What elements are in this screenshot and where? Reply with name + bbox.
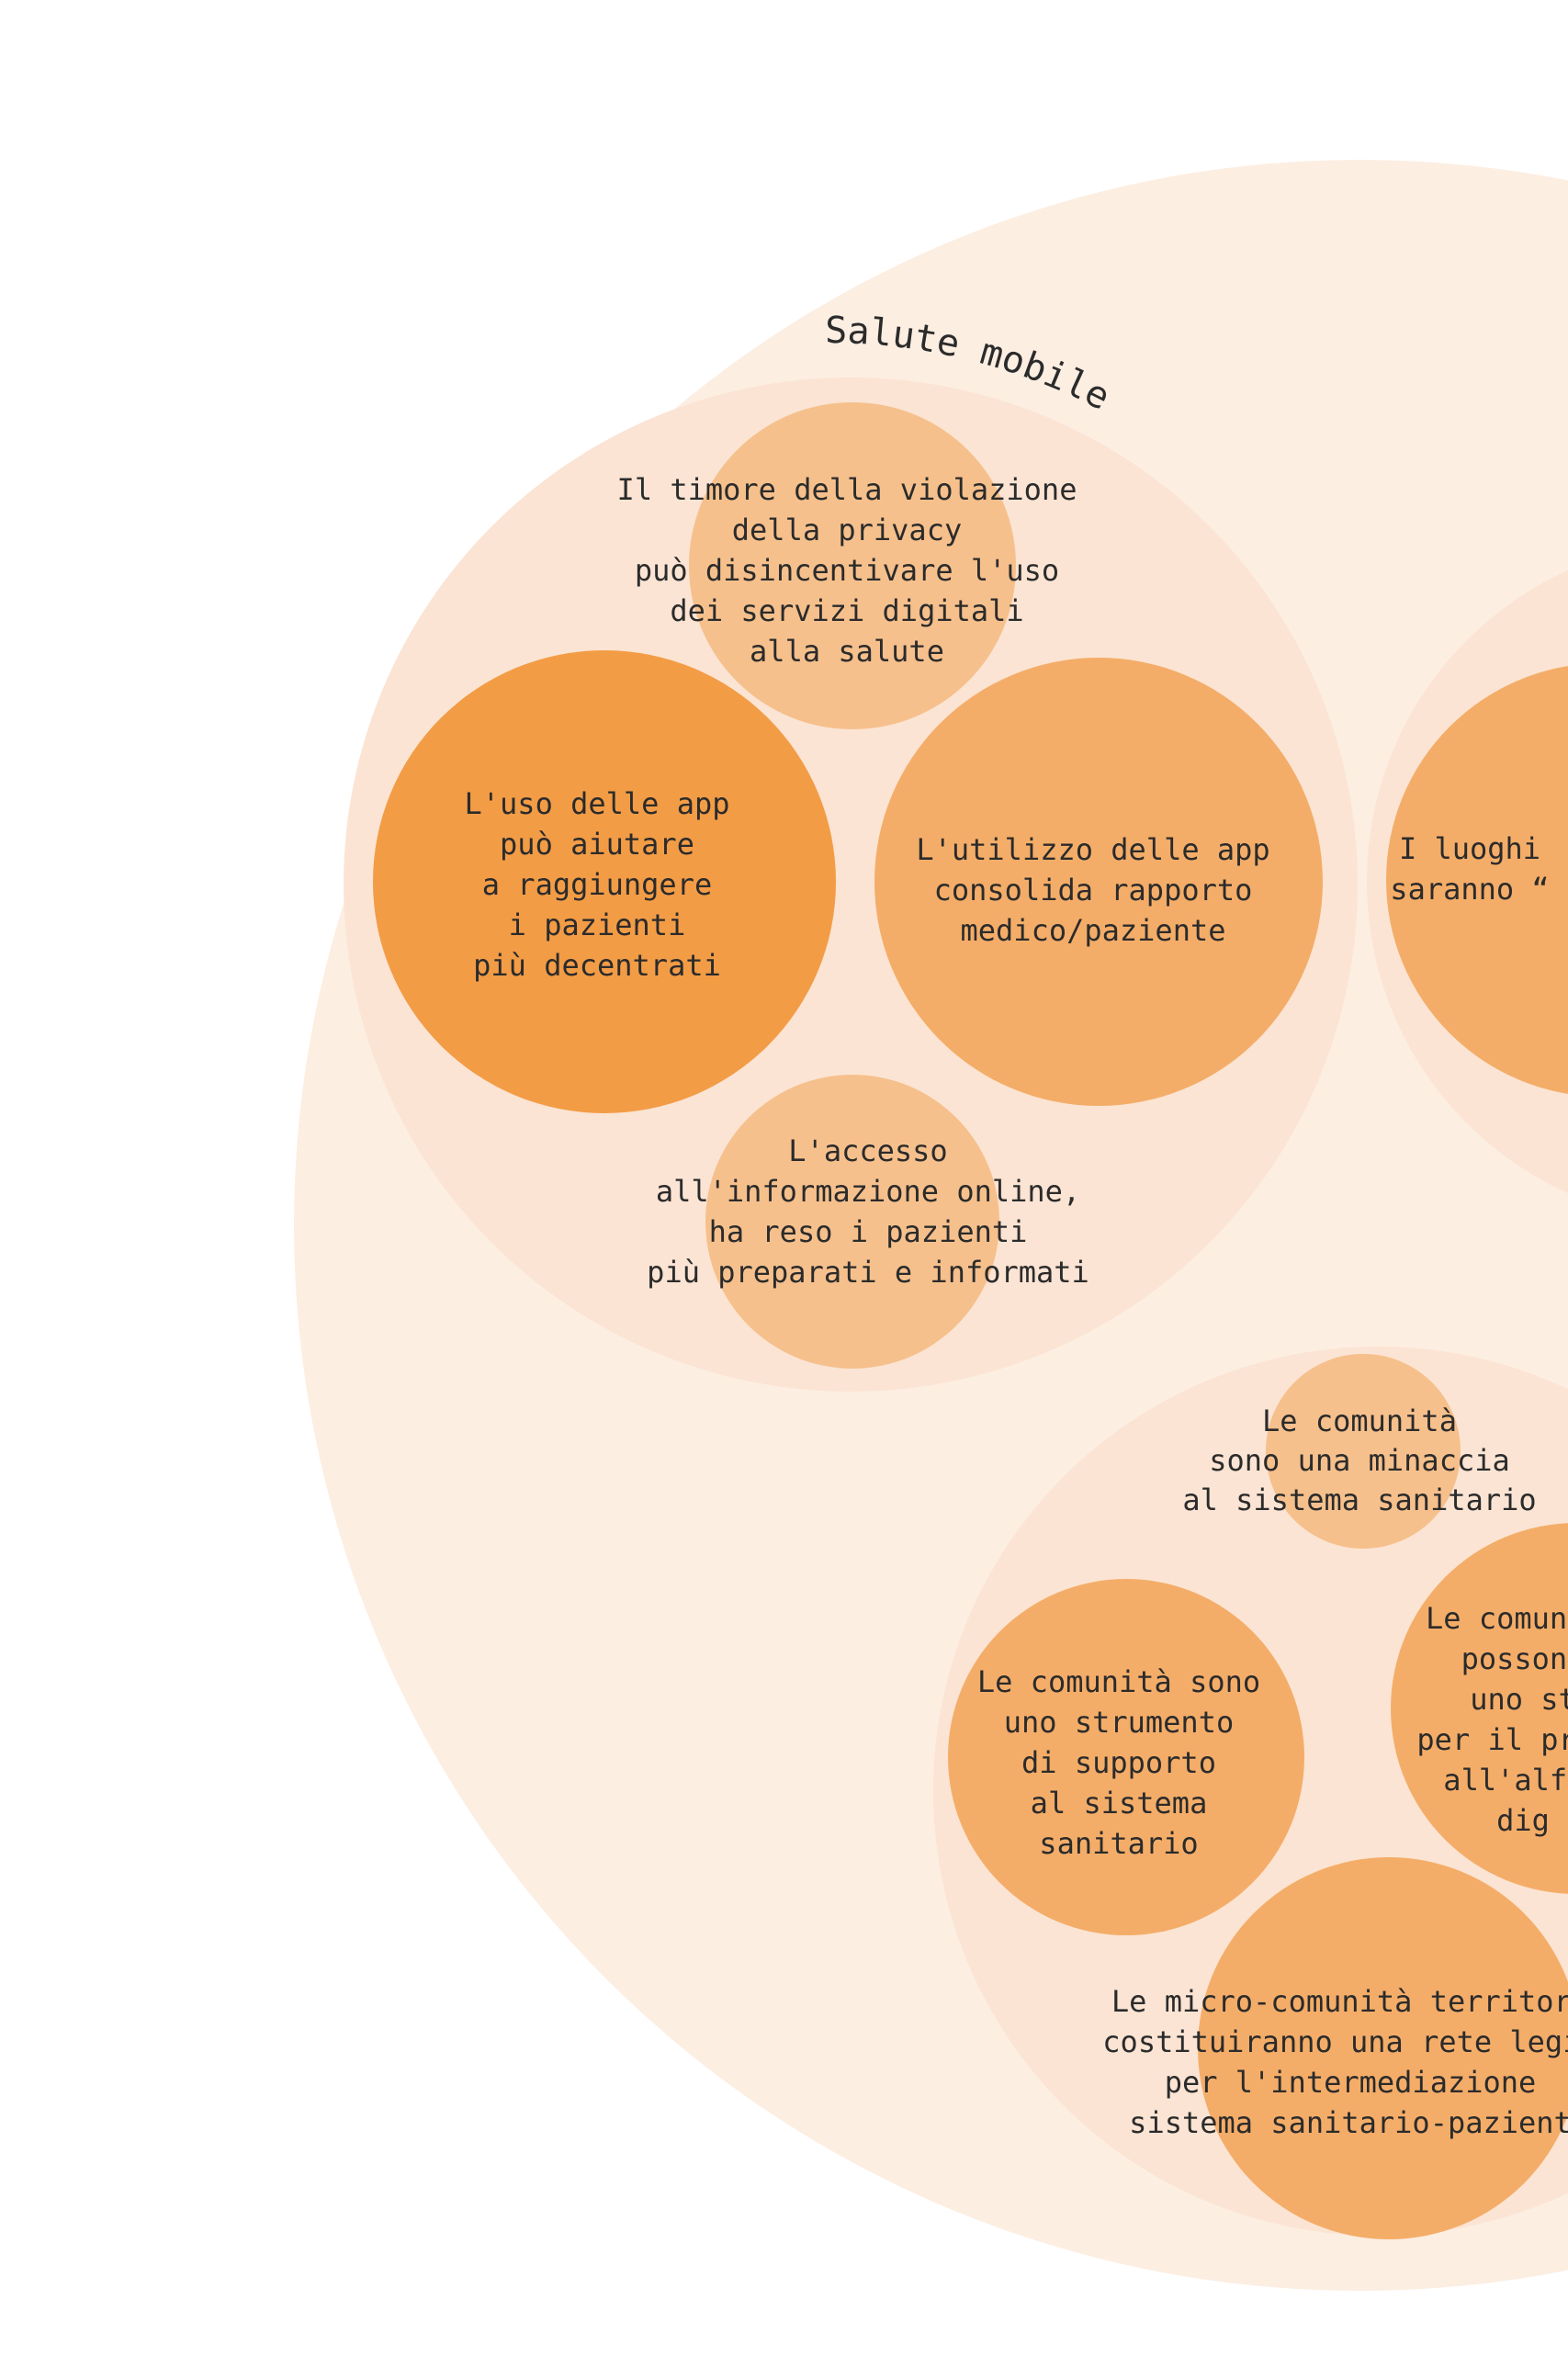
bubble-literacy xyxy=(1391,1523,1568,1894)
label-line: per l'intermediazione xyxy=(1165,2065,1537,2100)
bubble-information-label: L'accesso all'informazione online, ha reso… xyxy=(647,1133,1089,1290)
label-line: costituiranno una rete legit xyxy=(1102,2024,1568,2059)
label-line: può aiutare xyxy=(500,827,694,862)
cluster-salute-mobile xyxy=(344,378,1358,1392)
label-line: sanitario xyxy=(1039,1826,1198,1861)
label-line: Il timore della violazione xyxy=(617,472,1077,507)
label-line: a raggiungere xyxy=(482,867,712,902)
label-line: medico/paziente xyxy=(961,913,1226,948)
label-line: L'accesso xyxy=(788,1133,947,1168)
label-line: dei servizi digitali xyxy=(670,593,1023,628)
label-line: sistema sanitario-pazient xyxy=(1129,2105,1568,2140)
label-line: consolida rapporto xyxy=(934,873,1253,907)
label-line: alla salute xyxy=(750,634,944,669)
bubble-relationship-label: L'utilizzo delle app consolida rapporto me… xyxy=(916,832,1269,948)
label-line: più decentrati xyxy=(473,948,721,983)
label-line: i pazienti xyxy=(509,907,686,942)
label-line: di supporto xyxy=(1021,1745,1216,1780)
bubble-information xyxy=(705,1075,999,1369)
label-line: L'utilizzo delle app xyxy=(916,832,1269,867)
label-line: uno strumento xyxy=(1004,1705,1234,1740)
bubble-privacy-label: Il timore della violazione della privacy p… xyxy=(617,472,1077,669)
bubble-relationship xyxy=(874,658,1323,1106)
bubble-support-label: Le comunità sono uno strumento di supporto… xyxy=(977,1664,1260,1861)
label-line: Le comunità sono xyxy=(977,1664,1260,1699)
bubble-places xyxy=(1386,666,1568,1094)
label-line: può disincentivare l'uso xyxy=(635,553,1059,588)
label-line: al sistema sanitario xyxy=(1182,1482,1536,1517)
label-line: Le comunità xyxy=(1262,1403,1457,1438)
bubble-micro xyxy=(1198,1857,1568,2239)
bubble-threat-label: Le comunità sono una minaccia al sistema s… xyxy=(1182,1403,1536,1517)
bubble-places-label: I luoghi saranno “ xyxy=(1390,831,1549,907)
label-line: al sistema xyxy=(1031,1786,1208,1821)
label-line: all'informazione online, xyxy=(656,1174,1080,1209)
label-line: L'uso delle app xyxy=(465,786,730,821)
label-line: possono xyxy=(1461,1641,1568,1676)
label-line: all'alfab xyxy=(1443,1763,1568,1798)
label-line: saranno “ xyxy=(1390,872,1549,907)
label-line: dig xyxy=(1496,1803,1550,1838)
label-line: uno st xyxy=(1470,1682,1568,1717)
bubble-literacy-label: Le comunità possono uno st per il proce all'… xyxy=(1416,1601,1568,1838)
bubble-threat xyxy=(1266,1354,1461,1549)
label-line: per il proce xyxy=(1416,1722,1568,1757)
bubble-decentralized xyxy=(373,650,836,1113)
label-line: della privacy xyxy=(732,513,962,547)
label-line: sono una minaccia xyxy=(1209,1443,1510,1478)
bubble-micro-label: Le micro-comunità territori costituiranno… xyxy=(1102,1984,1568,2140)
label-line: ha reso i pazienti xyxy=(709,1214,1028,1249)
label-line: Le micro-comunità territori xyxy=(1111,1984,1568,2019)
bubble-decentralized-label: L'uso delle app può aiutare a raggiungere i… xyxy=(465,786,730,983)
bubble-privacy xyxy=(689,402,1016,729)
label-line: più preparati e informati xyxy=(647,1255,1089,1290)
bubble-support xyxy=(948,1579,1304,1935)
label-line: Le comunità xyxy=(1426,1601,1568,1636)
label-line: I luoghi xyxy=(1399,831,1540,866)
